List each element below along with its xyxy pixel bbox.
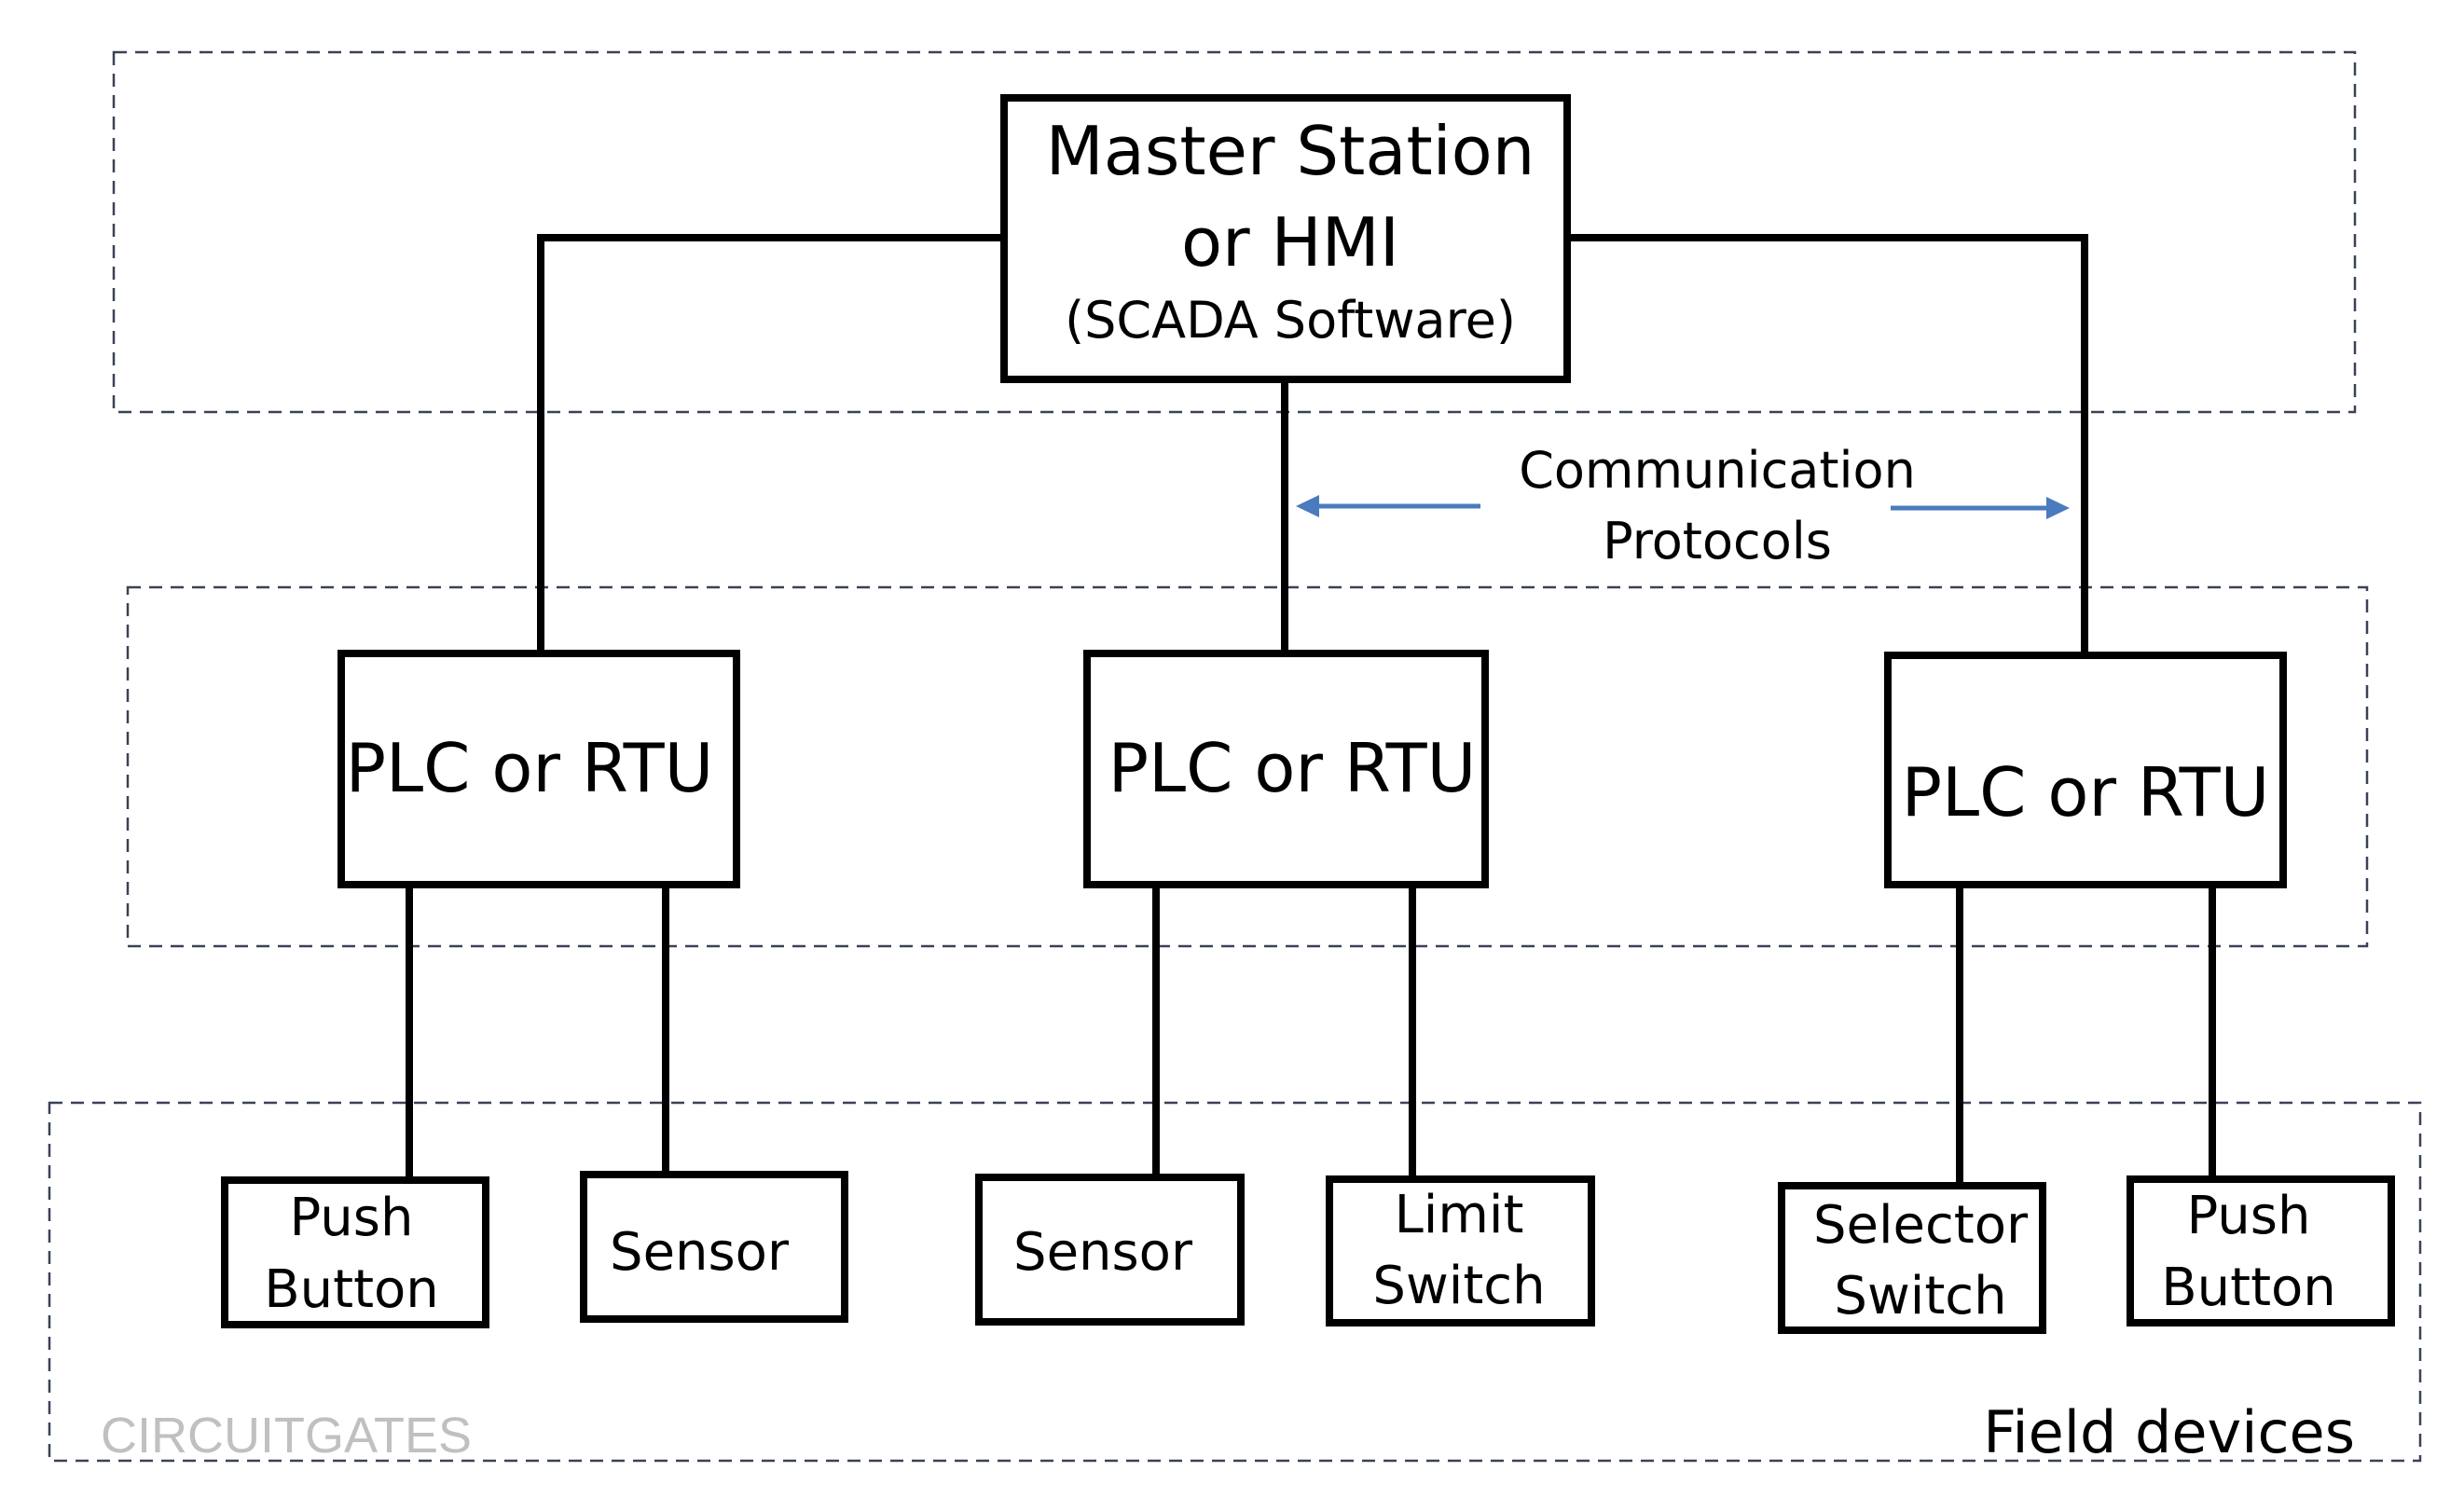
field-zone xyxy=(48,1101,2422,1463)
plc-rtu-label-1: PLC or RTU xyxy=(346,729,714,807)
field-device-label: Sensor xyxy=(1013,1222,1193,1283)
plc-rtu-box-2: PLC or RTU xyxy=(1083,650,1489,888)
plc-rtu-box-1: PLC or RTU xyxy=(337,650,740,888)
wire-master-to-plc-3 xyxy=(1566,234,2088,653)
plc-rtu-label-2: PLC or RTU xyxy=(1108,729,1477,807)
field-device-label: Push xyxy=(290,1188,414,1248)
field-device-label: Button xyxy=(2161,1258,2336,1318)
field-device-sensor-2: Sensor xyxy=(975,1174,1245,1326)
wire-master-to-plc-1 xyxy=(537,234,1002,653)
plc-rtu-box-3: PLC or RTU xyxy=(1884,652,2287,888)
right-arrow xyxy=(1891,497,2070,519)
master-zone xyxy=(112,50,2357,414)
field-device-label: Selector xyxy=(1813,1195,2029,1256)
field-device-selector-switch: Selector Switch xyxy=(1778,1182,2046,1334)
communication-label-line-2: Protocols xyxy=(1603,512,1832,570)
field-device-label: Button xyxy=(264,1259,439,1320)
watermark-logo: CIRCUITGATES xyxy=(101,1408,472,1464)
controller-zone xyxy=(126,585,2369,948)
master-title-line-2: or HMI xyxy=(1181,203,1399,282)
field-device-label: Sensor xyxy=(610,1222,790,1283)
communication-label-line-1: Communication xyxy=(1519,441,1916,500)
master-station-box: Master Station or HMI (SCADA Software) xyxy=(1000,94,1571,383)
field-device-push-button-2: Push Button xyxy=(2127,1175,2395,1326)
left-arrow xyxy=(1296,495,1480,517)
field-device-label: Switch xyxy=(1372,1256,1545,1316)
field-device-sensor-1: Sensor xyxy=(580,1171,848,1323)
field-device-label: Push xyxy=(2187,1186,2311,1246)
field-device-limit-switch: Limit Switch xyxy=(1326,1175,1595,1326)
field-device-label: Limit xyxy=(1395,1185,1524,1245)
plc-rtu-label-3: PLC or RTU xyxy=(1902,753,2270,832)
master-title-line-1: Master Station xyxy=(1046,112,1535,190)
field-device-label: Switch xyxy=(1834,1266,2006,1326)
field-device-push-button-1: Push Button xyxy=(221,1176,489,1328)
field-devices-zone-label: Field devices xyxy=(1983,1398,2355,1466)
master-subtitle: (SCADA Software) xyxy=(1065,291,1516,350)
